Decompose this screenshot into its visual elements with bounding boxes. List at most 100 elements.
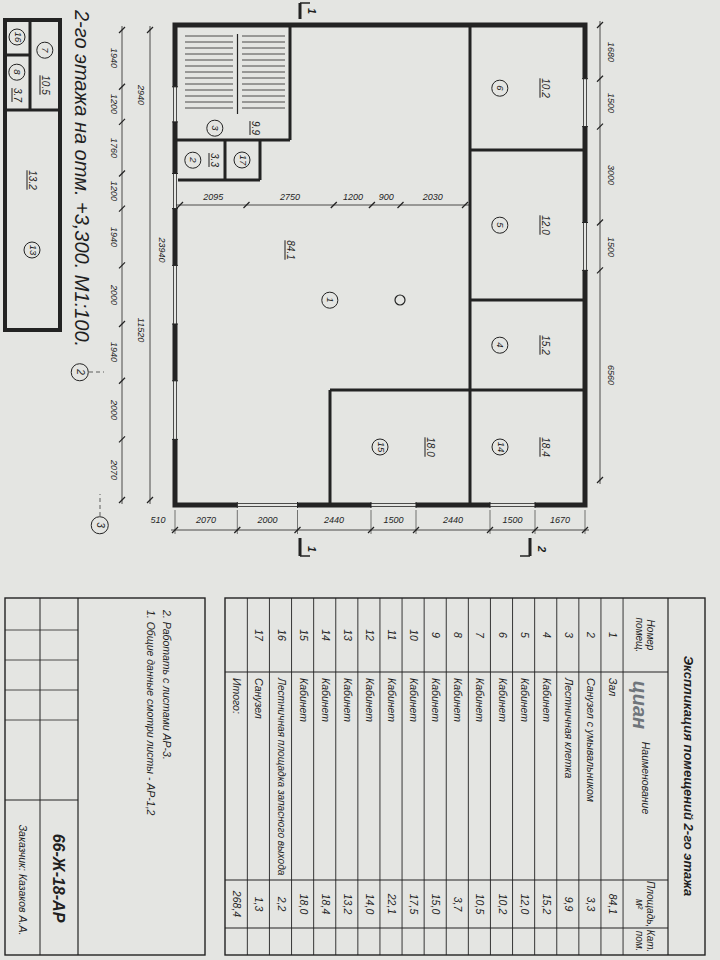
window-symbol	[583, 223, 584, 271]
axis-mark: 3	[91, 516, 109, 534]
dimension: 1200	[108, 181, 118, 201]
window-symbol	[172, 265, 178, 266]
table-cell: 13	[341, 629, 353, 641]
table-cell: 10	[407, 629, 419, 641]
table-grid	[225, 927, 668, 928]
table-cell: Санузел	[253, 678, 265, 719]
inner-wall	[470, 149, 585, 152]
table-cell: Кабинет	[341, 678, 353, 722]
stair-treads	[242, 36, 285, 37]
window-opening	[582, 223, 588, 271]
stair-treads	[185, 66, 233, 67]
stair-treads	[242, 102, 285, 103]
dimension: 1500	[605, 93, 615, 113]
table-cell: Кабинет	[319, 678, 331, 722]
window-symbol	[416, 502, 417, 508]
table-grid	[335, 598, 336, 955]
section-line	[300, 2, 310, 4]
table-cell: 12	[363, 629, 375, 641]
stair-treads	[242, 42, 285, 43]
room-area: 10.5	[40, 75, 51, 94]
window-symbol	[582, 270, 588, 271]
dimension-line	[119, 262, 125, 268]
dimension-line	[119, 84, 125, 90]
dimension: 2070	[196, 516, 216, 526]
window-symbol	[237, 503, 297, 504]
window-symbol	[173, 87, 174, 122]
table-cell: Итого:	[231, 678, 243, 714]
section-mark: 2	[536, 546, 548, 552]
window-symbol	[172, 79, 588, 508]
table-grid	[468, 598, 469, 955]
stamp-grid	[5, 630, 78, 631]
stamp-frame	[5, 598, 205, 955]
stair-treads	[185, 102, 233, 103]
table-cell: 3	[562, 632, 574, 638]
table-cell: 10,2	[496, 894, 508, 914]
window-symbol	[173, 265, 174, 324]
note: 2. Работать с листами АР-3.	[160, 610, 172, 760]
table-cell: 14,0	[363, 894, 375, 914]
dimension: 2000	[108, 400, 118, 420]
dimension-line	[119, 171, 125, 177]
dimension-line	[371, 510, 372, 534]
dimension-line	[237, 510, 238, 534]
stair-treads	[242, 108, 285, 109]
dimension: 1200	[343, 193, 363, 203]
table-cell: Санузел с умывальником	[584, 678, 596, 802]
stair-treads	[242, 90, 285, 91]
room-area: 84.1	[285, 240, 296, 259]
window-symbol	[582, 78, 588, 79]
stair-treads	[185, 108, 233, 109]
stair-treads	[242, 66, 285, 67]
room-area: 12.0	[540, 215, 551, 234]
table-cell: Кабинет	[429, 678, 441, 722]
section-line	[300, 555, 310, 557]
stair-treads	[242, 60, 285, 61]
table-cell: 2	[584, 632, 596, 638]
table-grid	[512, 598, 513, 955]
room-area: 3.3	[209, 153, 220, 167]
inner-wall	[259, 140, 262, 180]
table-grid	[667, 598, 668, 955]
window-opening	[172, 174, 178, 209]
room-number: 17	[234, 152, 251, 169]
dimension-line	[147, 27, 153, 33]
sheet-code: 66-Ж-18-АР	[49, 834, 67, 923]
section-line	[299, 538, 302, 556]
dimension-line	[331, 202, 337, 208]
table-cell: Кабинет	[518, 678, 530, 722]
window-opening	[172, 265, 178, 324]
dimension: 1940	[108, 342, 118, 362]
room-number: 4	[492, 337, 509, 354]
window-symbol	[371, 502, 372, 508]
room-number: 15	[372, 439, 389, 456]
section-line	[299, 3, 302, 19]
table-grid	[313, 598, 314, 955]
window-symbol	[237, 502, 238, 508]
dimension-line	[177, 202, 183, 208]
window-symbol	[490, 502, 491, 508]
stair-treads	[185, 72, 233, 73]
dimension-line	[600, 21, 601, 484]
window-symbol	[583, 79, 584, 127]
axis-mark: 2	[71, 363, 89, 381]
dimension: 1940	[108, 227, 118, 247]
window-opening	[490, 502, 535, 508]
column-header: Номер помещ.	[634, 601, 656, 669]
stair-treads	[242, 54, 285, 55]
dimension-line	[398, 202, 404, 208]
dimension-line	[119, 497, 125, 503]
dimension-line	[175, 510, 176, 534]
room-number: 6	[492, 80, 509, 97]
table-grid	[379, 598, 380, 955]
stair-treads	[185, 34, 285, 114]
inner-wall	[5, 54, 30, 57]
dimension: 2095	[203, 193, 223, 203]
section-line	[100, 494, 101, 516]
inner-wall	[469, 25, 472, 505]
stair-treads	[185, 60, 233, 61]
stamp-grid	[5, 690, 78, 691]
